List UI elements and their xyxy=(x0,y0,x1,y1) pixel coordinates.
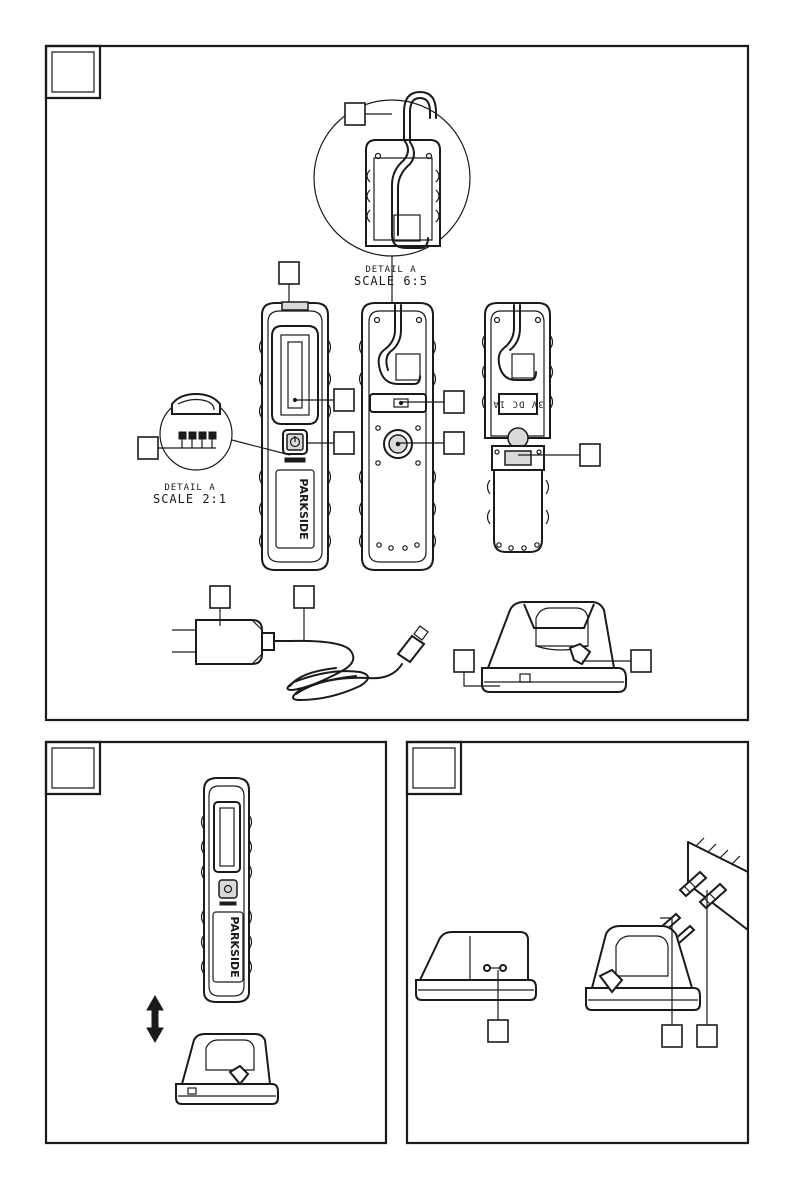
usb-cable xyxy=(274,626,428,700)
cradle-rear-view xyxy=(416,932,536,1000)
callout-led-indicator xyxy=(138,437,158,459)
work-light-back-view xyxy=(360,303,436,570)
charging-cradle xyxy=(482,602,626,692)
callout-cable xyxy=(294,586,314,640)
back-rating-label: 3V DC 1A xyxy=(492,399,543,409)
charging-cradle-small xyxy=(176,1034,278,1104)
detail-hook-circle xyxy=(314,92,470,256)
figure-number-box-2 xyxy=(46,742,100,794)
up-down-arrow-icon xyxy=(147,996,163,1042)
callout-dowel xyxy=(697,890,717,1047)
work-light-insert-view: PARKSIDE xyxy=(202,778,252,1002)
detail-left-line2: SCALE 2:1 xyxy=(153,492,227,506)
callout-top-connector xyxy=(279,262,299,302)
brand-label-front: PARKSIDE xyxy=(297,478,310,539)
detail-top-line2: SCALE 6:5 xyxy=(354,274,428,288)
figure-number-box-1 xyxy=(46,46,100,98)
work-light-front-view: PARKSIDE xyxy=(260,302,331,570)
brand-label-small: PARKSIDE xyxy=(228,916,241,977)
figure-number-box-3 xyxy=(407,742,461,794)
usb-power-adapter xyxy=(172,620,274,664)
work-light-stand-view: 3V DC 1A xyxy=(483,303,553,552)
callout-hook xyxy=(345,103,392,125)
